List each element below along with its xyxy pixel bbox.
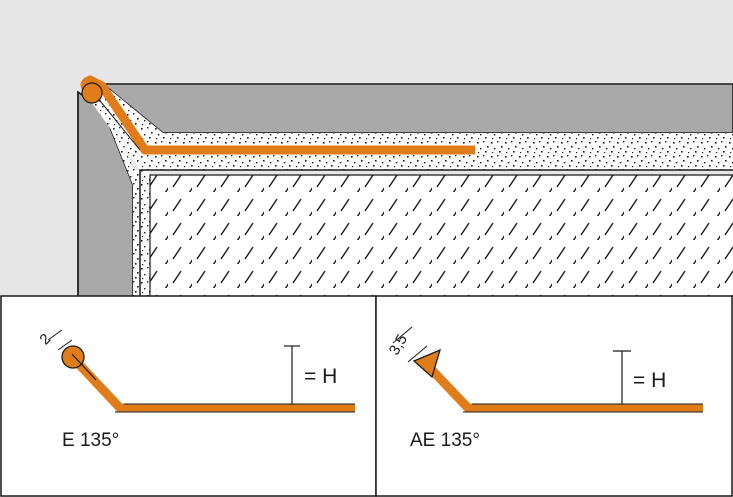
panel-ae135: 3,5 = H AE 135° <box>375 295 733 497</box>
substrate-inner-outline <box>149 174 733 300</box>
panel-e135: 2 = H E 135° <box>0 295 377 497</box>
profile-ae135-strip <box>426 364 703 413</box>
panel-ae135-frame <box>375 295 733 497</box>
height-label-ae135: = H <box>633 369 666 392</box>
height-marker-ae135: = H <box>613 350 666 404</box>
height-marker-e135: = H <box>284 345 337 404</box>
substrate-hatch <box>150 175 733 300</box>
corner-illustration <box>77 75 733 301</box>
profile-e135-bead <box>61 345 97 381</box>
panel-e135-frame <box>0 295 377 497</box>
profile-ae135-strip-edge <box>463 403 703 413</box>
substrate-outline <box>139 169 733 300</box>
profile-bead-illustration <box>81 82 103 104</box>
height-label-e135: = H <box>304 365 337 388</box>
profile-e135-strip <box>71 356 355 413</box>
profile-label-e135: E 135° <box>62 430 119 451</box>
profile-label-ae135: AE 135° <box>410 430 480 451</box>
adhesive-bed-left-dots <box>103 110 150 300</box>
top-wall-face <box>100 83 733 134</box>
profile-e135-strip-edge <box>115 403 355 413</box>
profile-ae135-head <box>412 348 442 379</box>
